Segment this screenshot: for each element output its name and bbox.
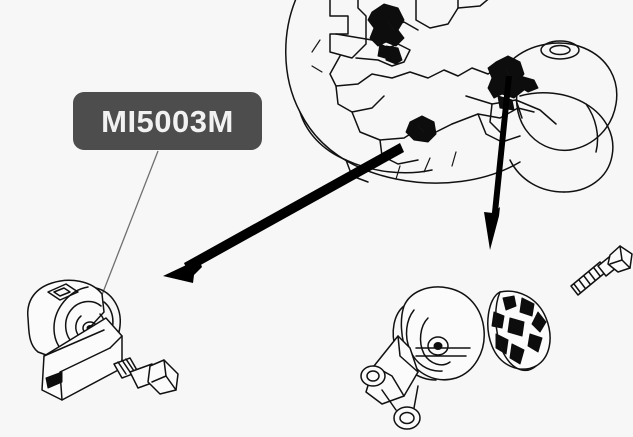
- heat-shield-disc: [487, 290, 551, 371]
- right-mount-bolt: [570, 245, 633, 296]
- transaxle-housing: [285, 0, 618, 193]
- vertical-assembly-arrow: [484, 76, 512, 250]
- mount-bolt-cluster-upper: [367, 3, 405, 65]
- right-engine-mount: [360, 286, 485, 430]
- part-number-callout[interactable]: MI5003M: [73, 92, 262, 150]
- left-mount-bolt: [113, 357, 179, 395]
- left-engine-mount: [27, 279, 123, 401]
- callout-leader-line: [99, 150, 159, 301]
- part-number-text: MI5003M: [101, 103, 234, 139]
- mount-bolt-cluster-lower: [405, 115, 437, 143]
- diagonal-assembly-arrow: [163, 143, 404, 283]
- mount-bolt-cluster-right: [487, 55, 539, 111]
